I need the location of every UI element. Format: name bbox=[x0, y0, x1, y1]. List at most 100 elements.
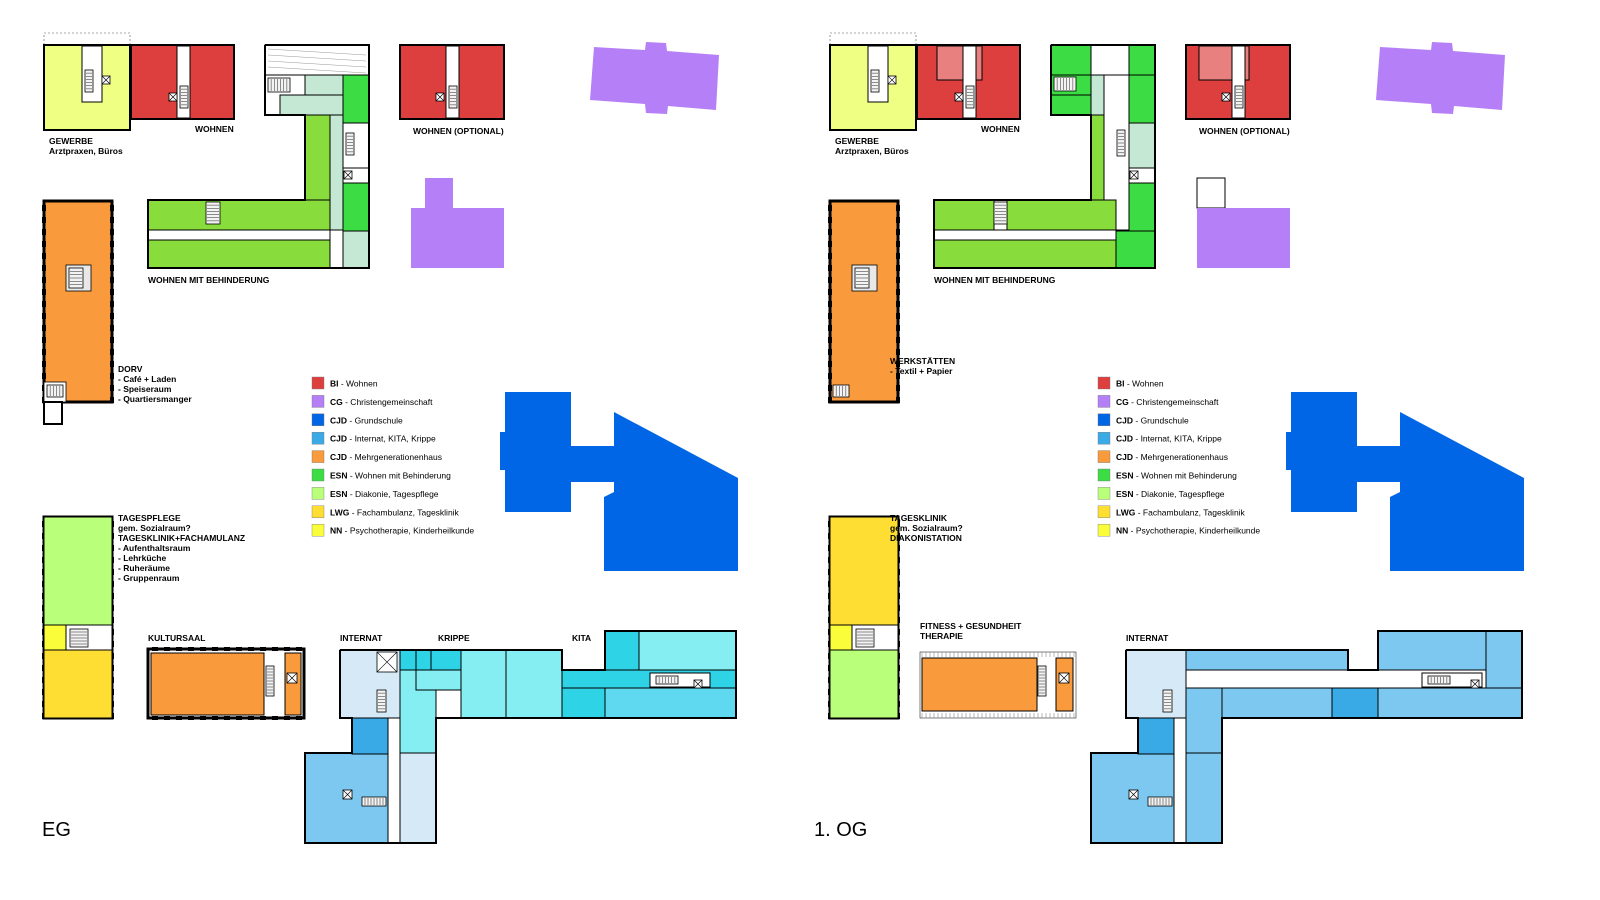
window-mark bbox=[896, 289, 900, 295]
legend-code: ESN bbox=[330, 471, 347, 481]
label-kita: KITA bbox=[572, 633, 591, 643]
esn-room bbox=[342, 182, 370, 232]
legend-code: ESN bbox=[1116, 471, 1133, 481]
mgh-building bbox=[828, 199, 900, 404]
window-mark bbox=[110, 313, 114, 319]
window-mark bbox=[42, 277, 46, 283]
hatch-line bbox=[267, 48, 367, 56]
label-tagesklinik-line: gem. Sozialraum? bbox=[890, 523, 963, 533]
legend-code: NN bbox=[1116, 526, 1128, 536]
stair-symbol bbox=[832, 384, 850, 398]
legend-item: CJD - Internat, KITA, Krippe bbox=[330, 434, 436, 444]
mgh-entrance bbox=[43, 401, 63, 425]
elevator-cross bbox=[286, 672, 298, 684]
legend-swatch bbox=[1097, 524, 1111, 537]
legend-swatch bbox=[311, 395, 325, 408]
label-wohnen-optional: WOHNEN (OPTIONAL) bbox=[413, 126, 504, 136]
legend-text: - Fachambulanz, Tagesklinik bbox=[1135, 507, 1245, 517]
label-internat-line: INTERNAT bbox=[340, 633, 383, 643]
stair-box bbox=[1053, 76, 1077, 92]
esn-room bbox=[1128, 74, 1156, 124]
window-mark bbox=[296, 716, 302, 720]
elevator-cross bbox=[1128, 789, 1139, 800]
window-mark bbox=[42, 337, 46, 343]
stair-symbol bbox=[1147, 796, 1173, 807]
window-mark bbox=[42, 349, 46, 355]
window-mark bbox=[110, 349, 114, 355]
label-fitness-line: THERAPIE bbox=[920, 631, 963, 641]
label-internat: INTERNAT bbox=[340, 633, 383, 643]
legend-swatch bbox=[311, 432, 325, 445]
cjd-grundschule-building bbox=[1286, 392, 1524, 571]
legend-text: - Internat, KITA, Krippe bbox=[1133, 434, 1222, 444]
legend-text: - Diakonie, Tagespflege bbox=[1133, 489, 1224, 499]
window-mark bbox=[896, 229, 900, 235]
stair-box bbox=[376, 689, 387, 713]
label-wohnen-line: WOHNEN bbox=[195, 124, 234, 134]
stair-symbol bbox=[993, 201, 1008, 225]
label-werkstaetten: WERKSTÄTTEN- Textil + Papier bbox=[890, 356, 955, 376]
label-wohnen: WOHNEN bbox=[981, 124, 1020, 134]
internat-room bbox=[1377, 687, 1523, 719]
window-mark bbox=[828, 289, 832, 295]
legend-item: ESN - Wohnen mit Behinderung bbox=[330, 471, 451, 481]
elevator-symbol bbox=[376, 651, 398, 673]
label-gewerbe-line: GEWERBE bbox=[835, 136, 879, 146]
stair-symbol bbox=[345, 132, 355, 156]
window-mark bbox=[188, 647, 194, 651]
window-mark bbox=[110, 277, 114, 283]
legend-swatch bbox=[1097, 413, 1111, 426]
stair-symbol bbox=[84, 69, 94, 93]
esn-room bbox=[1128, 44, 1156, 76]
stair-symbol bbox=[855, 628, 875, 648]
esn-room bbox=[1115, 230, 1156, 269]
elevator-cross bbox=[1221, 92, 1231, 102]
tagespflege-room bbox=[43, 516, 113, 626]
legend-text: - Wohnen bbox=[339, 379, 378, 389]
window-mark bbox=[828, 265, 832, 271]
label-dorv-line: DORV bbox=[118, 364, 143, 374]
window-mark bbox=[896, 301, 900, 307]
internat-room-dark bbox=[1137, 717, 1175, 755]
window-mark bbox=[212, 647, 218, 651]
hatch-line bbox=[267, 60, 367, 68]
legend-text: - Christengemeinschaft bbox=[1129, 397, 1219, 407]
cg-hall bbox=[1197, 208, 1290, 268]
internat-room-light bbox=[399, 752, 437, 844]
window-mark bbox=[896, 349, 900, 355]
legend-code: NN bbox=[330, 526, 342, 536]
label-werkstaetten-line: - Textil + Papier bbox=[890, 366, 953, 376]
legend-item: LWG - Fachambulanz, Tagesklinik bbox=[1116, 507, 1246, 517]
esn-room bbox=[1128, 182, 1156, 232]
label-gewerbe-line: GEWERBE bbox=[49, 136, 93, 146]
esn-diakonie-room bbox=[829, 649, 899, 719]
esn-corridor bbox=[279, 94, 344, 116]
window-mark bbox=[42, 325, 46, 331]
legend-swatch bbox=[311, 487, 325, 500]
legend-item: CJD - Grundschule bbox=[330, 415, 403, 425]
esn-corridor bbox=[1090, 74, 1105, 116]
stair-box bbox=[965, 85, 975, 109]
esn-corridor bbox=[1128, 122, 1156, 169]
kultursaal-hall bbox=[150, 652, 265, 716]
legend-item: ESN - Diakonie, Tagespflege bbox=[1116, 489, 1225, 499]
window-mark bbox=[224, 716, 230, 720]
stair-box bbox=[267, 77, 291, 93]
label-wohnen-line: WOHNEN bbox=[981, 124, 1020, 134]
window-mark bbox=[896, 313, 900, 319]
elevator-cross bbox=[693, 679, 703, 689]
fitness-side-room bbox=[1055, 657, 1074, 712]
legend-item: CG - Christengemeinschaft bbox=[1116, 397, 1219, 407]
legend-swatch bbox=[311, 524, 325, 537]
window-mark bbox=[42, 265, 46, 271]
internat-room-dark bbox=[351, 717, 389, 755]
stair-symbol bbox=[267, 77, 291, 93]
legend-text: - Mehrgenerationenhaus bbox=[1133, 452, 1228, 462]
hatch-line bbox=[267, 66, 367, 74]
legend-text: - Psychotherapie, Kinderheilkunde bbox=[1128, 526, 1260, 536]
elevator-symbol bbox=[693, 679, 703, 689]
elevator-cross bbox=[168, 92, 178, 102]
label-wohnen-optional-line: WOHNEN (OPTIONAL) bbox=[1199, 126, 1290, 136]
